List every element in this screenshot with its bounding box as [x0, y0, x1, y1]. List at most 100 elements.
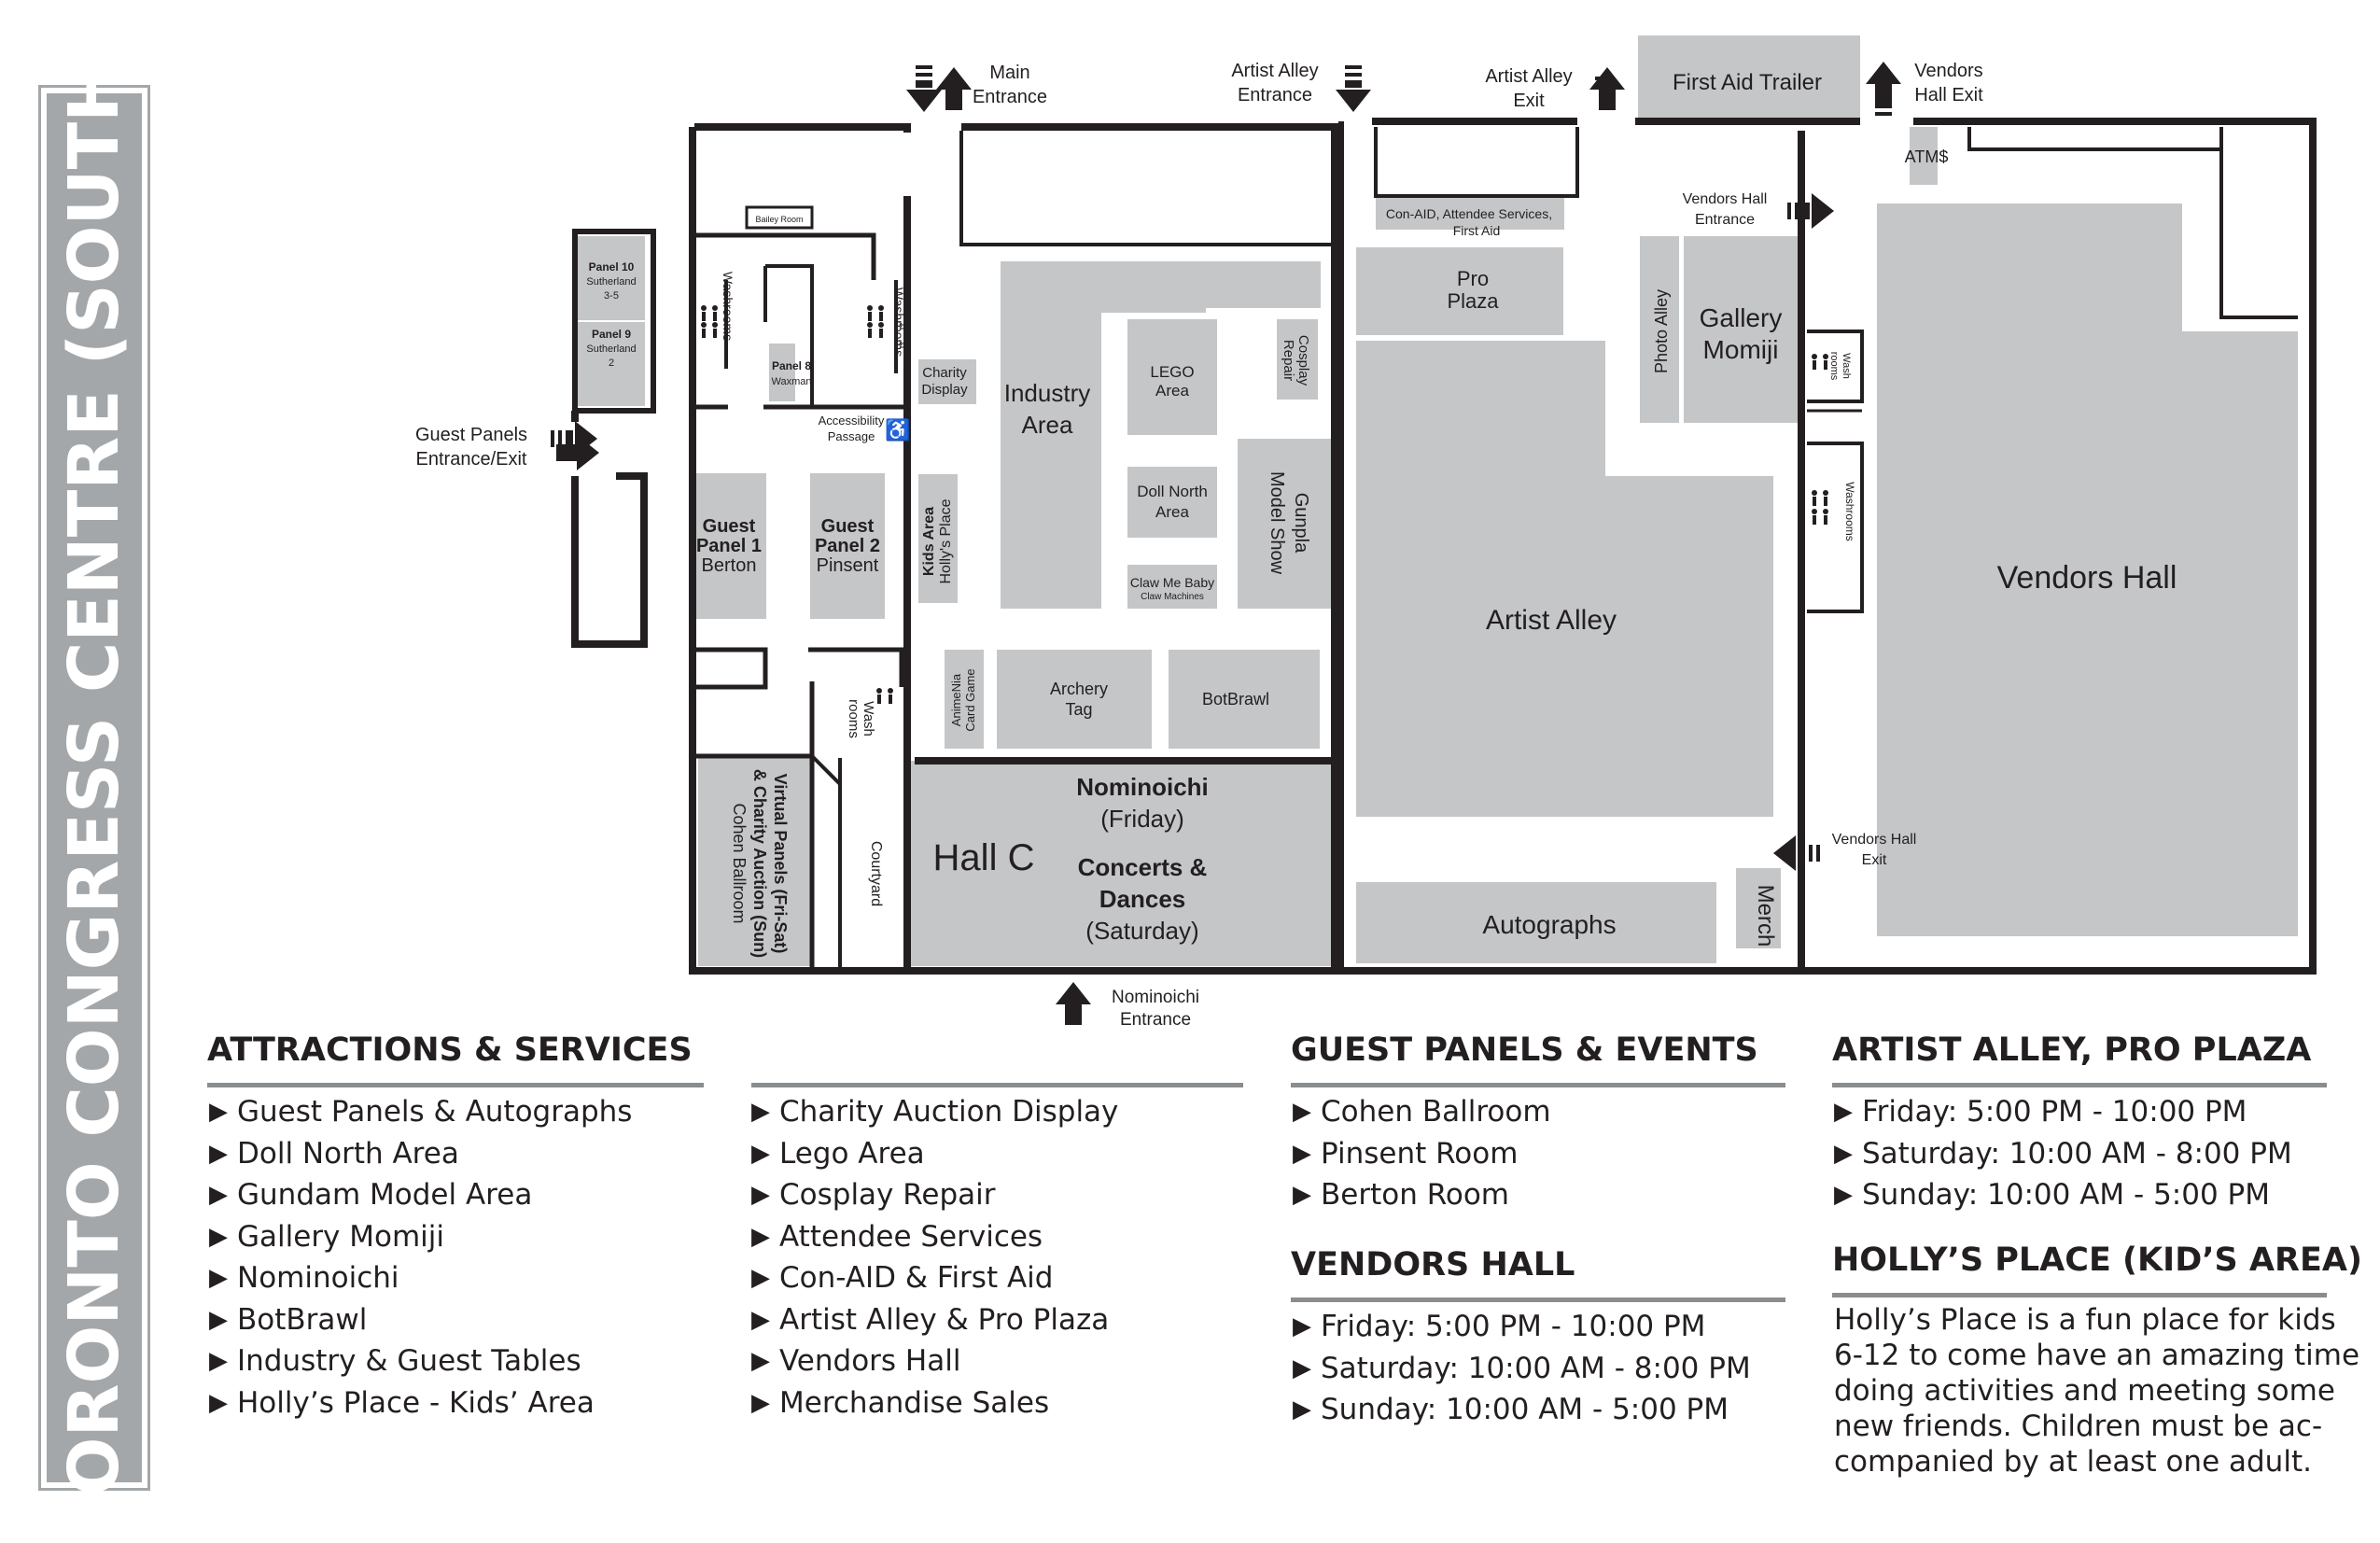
gallery-momiji-label: Gallery	[1700, 303, 1783, 332]
panel10-box	[578, 236, 645, 320]
archery-tag-label: Archery	[1050, 680, 1108, 698]
bailey-room-box	[745, 205, 814, 230]
animenia-label: Card Game	[963, 668, 977, 731]
friday-label: (Friday)	[1100, 805, 1184, 833]
guest-panel2-box	[810, 473, 885, 619]
artist-alley-label: Artist Alley	[1486, 605, 1617, 636]
washroom-people-icon	[867, 305, 884, 321]
vendors-hall-exit-arrow-icon	[1866, 62, 1901, 105]
artist-alley-hours: Friday: 5:00 PM - 10:00 PM Saturday: 10:…	[1834, 1092, 2292, 1217]
gallery-momiji-label: Momiji	[1703, 335, 1779, 364]
photo-alley-box	[1640, 236, 1679, 423]
list-item: Berton Room	[1293, 1175, 1551, 1217]
autographs-box	[1356, 882, 1716, 963]
bailey-room-label: Bailey Room	[755, 215, 803, 224]
kids-area-label: Kids Area	[921, 507, 937, 576]
list-item: Charity Auction Display	[751, 1092, 1118, 1134]
list-item: BotBrawl	[209, 1300, 632, 1342]
guest-panel1-label: Panel 1	[696, 536, 762, 556]
washrooms-label: rooms	[846, 699, 861, 738]
guest-panel2-label: Pinsent	[817, 555, 879, 576]
guest-panel2-label: Panel 2	[815, 536, 880, 556]
panel8-box	[769, 344, 795, 401]
con-aid-label: Con-AID, Attendee Services,	[1386, 206, 1552, 221]
atm-box	[1910, 127, 1938, 185]
panel10-label: 3-5	[604, 290, 619, 302]
double-arrow-icon: ⇆	[899, 320, 908, 333]
vendors-hall-exit-label: Hall Exit	[1914, 85, 1983, 105]
panel10-label: Sutherland	[586, 276, 636, 288]
description-line: doing activities and meeting some	[1834, 1374, 2335, 1408]
lego-area-label: Area	[1155, 382, 1189, 400]
autographs-label: Autographs	[1482, 910, 1616, 939]
description-line: 6-12 to come have an amazing time	[1834, 1339, 2360, 1372]
double-arrow-icon: ⇆	[1331, 369, 1342, 384]
panel9-label: Sutherland	[586, 344, 636, 355]
first-aid-trailer-label: First Aid Trailer	[1673, 70, 1822, 95]
guest-panel1-box	[692, 473, 766, 619]
guest-panel2-label: Guest	[821, 516, 875, 537]
con-aid-label: First Aid	[1453, 223, 1501, 238]
virtual-panels-label: Virtual Panels (Fri-Sat)	[771, 774, 790, 954]
description-line: new friends. Children must be ac-	[1834, 1410, 2323, 1443]
vendors-hall-exit-right-label: Vendors Hall	[1832, 832, 1917, 848]
vendors-hall-exit-right-arrow-icon	[1773, 835, 1820, 871]
doll-north-label: Area	[1155, 503, 1189, 521]
merch-label: Merch	[1753, 885, 1778, 947]
nominoichi-entrance-label: Nominoichi	[1112, 988, 1199, 1007]
hall-c-label: Hall C	[933, 837, 1035, 878]
vendors-hall-entrance-arrow-icon	[1787, 193, 1834, 229]
gunpla-label: Model Show	[1267, 471, 1287, 575]
main-entrance-label: Entrance	[973, 87, 1047, 107]
animenia-box	[945, 650, 984, 749]
main-entrance-arrow-down-icon	[906, 65, 942, 112]
doll-north-label: Doll North	[1137, 483, 1208, 500]
wheelchair-icon: ♿	[885, 418, 910, 442]
list-item: Saturday: 10:00 AM - 8:00 PM	[1293, 1349, 1751, 1391]
industry-area-label: Industry	[1004, 379, 1091, 407]
concerts-label: Dances	[1099, 885, 1186, 913]
washroom-people-icon	[867, 322, 884, 338]
list-item: Nominoichi	[209, 1258, 632, 1300]
attractions-rule-2	[751, 1083, 1243, 1087]
botbrawl-label: BotBrawl	[1202, 690, 1269, 708]
artist-alley-exit-arrow-icon	[1589, 67, 1625, 110]
list-item: Vendors Hall	[751, 1341, 1118, 1383]
claw-machines-label: Claw Machines	[1141, 592, 1204, 602]
washroom-people-icon	[876, 688, 893, 704]
doll-north-box	[1127, 467, 1217, 538]
attractions-list-1: Guest Panels & Autographs Doll North Are…	[209, 1092, 632, 1424]
list-item: Guest Panels & Autographs	[209, 1092, 632, 1134]
list-item: Lego Area	[751, 1134, 1118, 1176]
guest-panels-entrance-label: Guest Panels	[415, 425, 527, 445]
guest-panels-rule	[1291, 1083, 1785, 1087]
courtyard-label: Courtyard	[868, 841, 884, 906]
guest-panels-entrance-label: Entrance/Exit	[416, 449, 527, 470]
list-item: Attendee Services	[751, 1217, 1118, 1259]
charity-display-label: Charity	[922, 365, 967, 381]
main-entrance-label: Main	[989, 63, 1029, 83]
vendors-hall-label: Vendors Hall	[1997, 560, 2177, 596]
guest-panels-list: Cohen Ballroom Pinsent Room Berton Room	[1293, 1092, 1551, 1217]
gunpla-label: Gunpla	[1291, 493, 1311, 554]
artist-alley-entrance-arrow-icon	[1336, 65, 1371, 112]
map-labels: Main Entrance Artist Alley Entrance Arti…	[415, 61, 2177, 1027]
attractions-rule	[207, 1083, 704, 1087]
list-item: Saturday: 10:00 AM - 8:00 PM	[1834, 1134, 2292, 1176]
washroom-people-icon	[1812, 354, 1828, 370]
vendors-hall-entrance-label: Vendors Hall	[1683, 191, 1768, 207]
main-entrance-arrow-up-icon	[936, 67, 972, 110]
merch-box	[1736, 868, 1781, 948]
list-item: Friday: 5:00 PM - 10:00 PM	[1834, 1092, 2292, 1134]
accessibility-label: Passage	[828, 429, 875, 443]
industry-area-label: Area	[1022, 411, 1073, 439]
list-item: Pinsent Room	[1293, 1134, 1551, 1176]
washroom-people-icon	[1812, 490, 1828, 506]
washroom-people-icon	[701, 305, 718, 321]
first-aid-trailer	[1638, 35, 1860, 118]
hollys-place-label: Holly's Place	[938, 498, 954, 583]
guest-panel1-label: Guest	[703, 516, 756, 537]
double-arrow-icon: ⇆	[1331, 652, 1342, 667]
list-item: Cohen Ballroom	[1293, 1092, 1551, 1134]
panel9-label: Panel 9	[592, 328, 631, 341]
